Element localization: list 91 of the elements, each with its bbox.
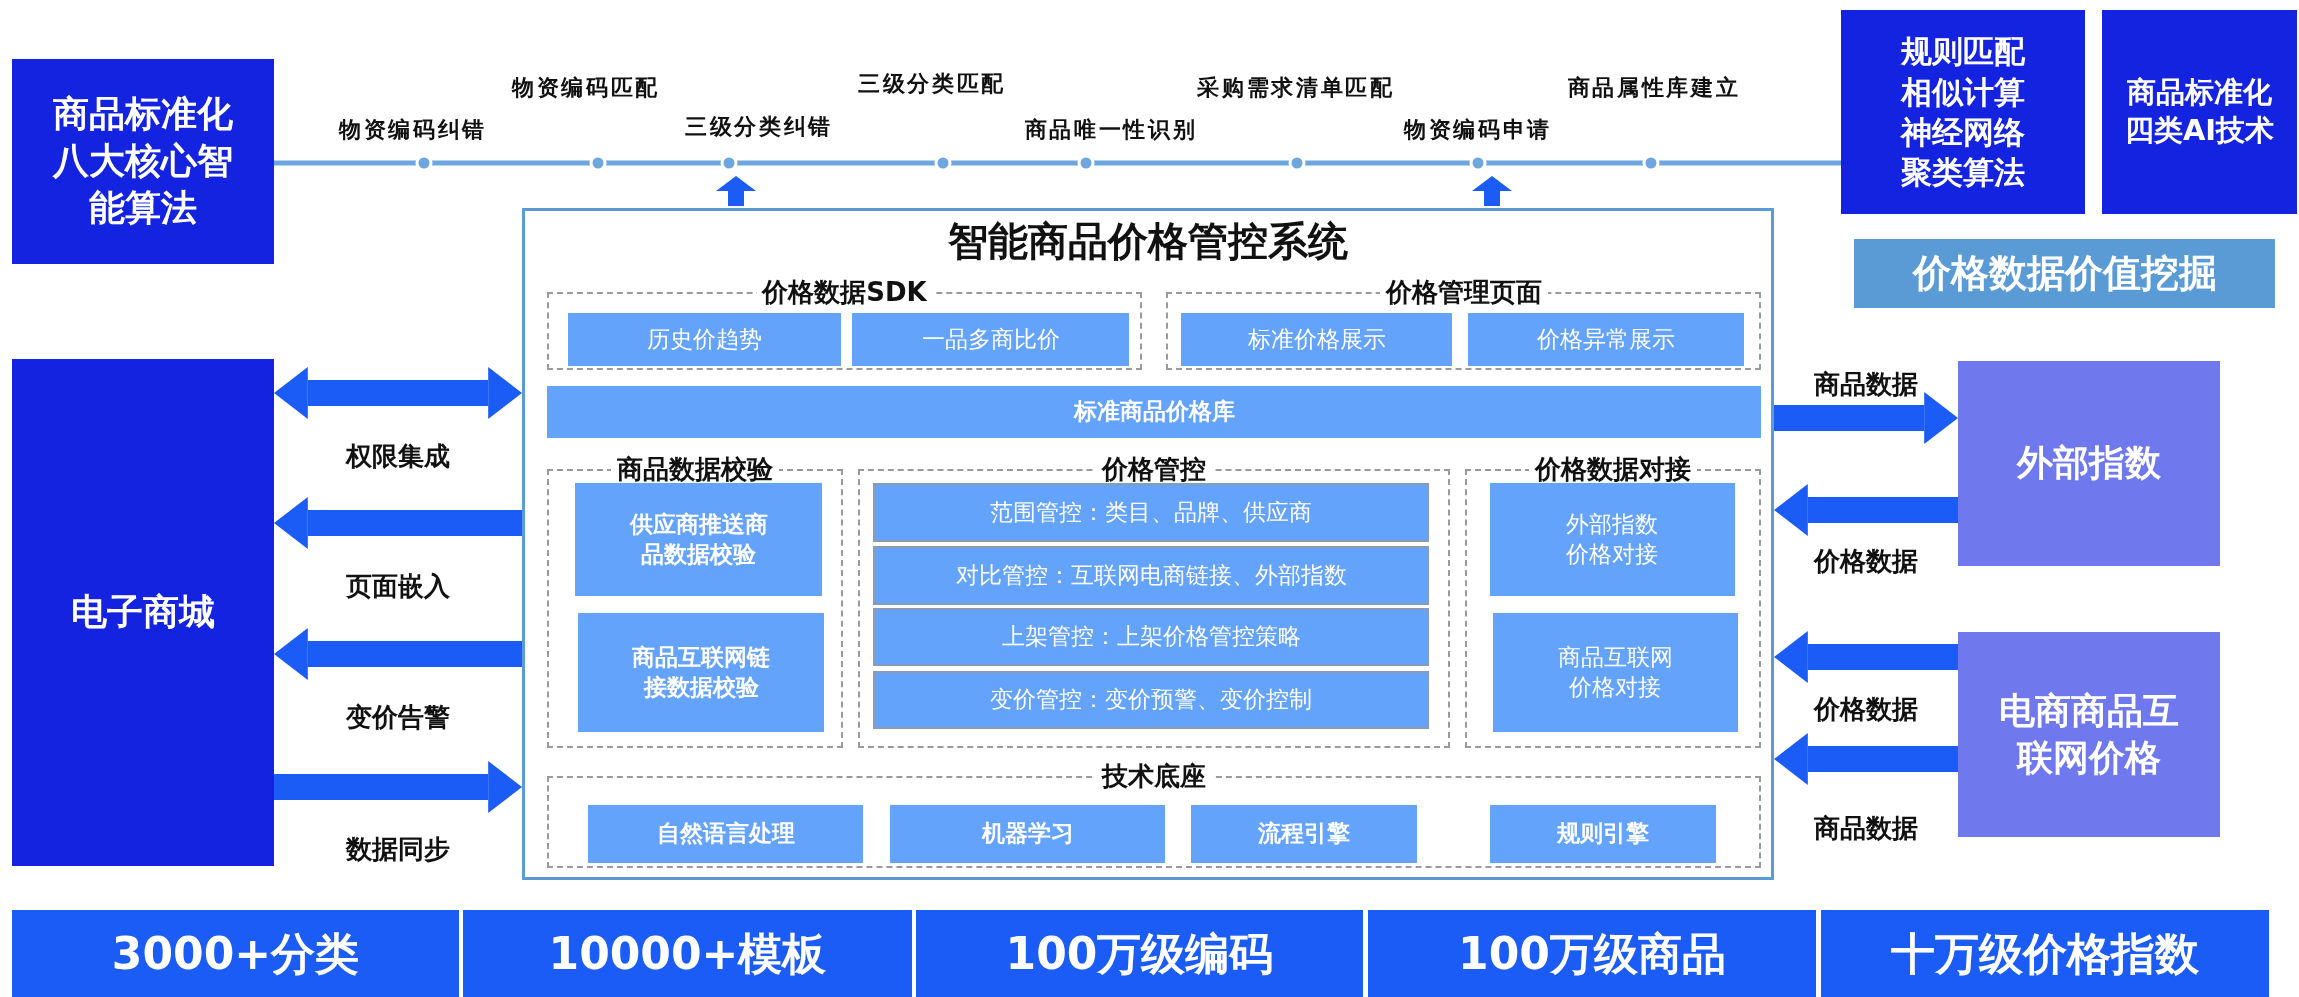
- box-label: 对比管控：互联网电商链接、外部指数: [955, 560, 1347, 590]
- group-heading: 商品数据校验: [611, 455, 779, 484]
- edge-label: 页面嵌入: [346, 569, 450, 603]
- box-label: 规则匹配相似计算神经网络聚类算法: [1899, 32, 2026, 193]
- system-panel: [522, 208, 1774, 880]
- stat-bar: [12, 910, 459, 997]
- box-label: 十万级价格指数: [1891, 926, 2199, 981]
- group-heading: 价格管控: [1096, 455, 1212, 484]
- edge-label: 商品数据: [1814, 811, 1918, 845]
- group-heading: 价格数据对接: [1529, 455, 1697, 484]
- box-label: 10000+模板: [548, 926, 827, 981]
- module-box: [852, 313, 1129, 366]
- stat-bar: [916, 910, 1363, 997]
- stat-bar: [1368, 910, 1816, 997]
- module-box: [890, 805, 1165, 863]
- milestone-label: 物资编码匹配: [512, 74, 660, 102]
- module-box: [575, 483, 822, 596]
- box-label: 规则引擎: [1557, 819, 1649, 849]
- milestone-label: 采购需求清单匹配: [1197, 74, 1395, 102]
- box-label: 上架管控：上架价格管控策略: [1001, 622, 1301, 652]
- milestone-label: 三级分类纠错: [685, 113, 833, 141]
- timeline-line: [274, 160, 1841, 166]
- edge-label: 商品数据: [1814, 367, 1918, 401]
- box-label: 范围管控：类目、品牌、供应商: [990, 497, 1312, 527]
- module-box: [1493, 613, 1738, 732]
- group-heading: 价格管理页面: [1379, 278, 1548, 307]
- control-row: [873, 483, 1429, 542]
- info-box: [1841, 10, 2085, 214]
- module-box: [578, 613, 824, 732]
- source-box: [1958, 361, 2220, 566]
- box-label: 价格数据价值挖掘: [1912, 249, 2217, 297]
- control-row: [873, 608, 1429, 666]
- box-label: 3000+分类: [111, 926, 360, 981]
- box-label: 100万级编码: [1005, 926, 1274, 981]
- info-box: [2102, 10, 2297, 214]
- box-label: 机器学习: [981, 819, 1074, 849]
- edge-label: 价格数据: [1814, 544, 1918, 578]
- box-label: 一品多商比价: [921, 324, 1060, 354]
- box-label: 外部指数: [2017, 441, 2161, 486]
- box-label: 外部指数价格对接: [1565, 509, 1660, 569]
- box-label: 标准价格展示: [1247, 324, 1386, 354]
- milestone-label: 物资编码纠错: [339, 116, 487, 144]
- box-label: 电商商品互联网价格: [1998, 688, 2180, 780]
- stat-bar: [463, 910, 912, 997]
- edge-label: 数据同步: [346, 832, 450, 866]
- box-label: 电子商城: [71, 590, 215, 635]
- module-box: [568, 313, 841, 366]
- block-arrow: [274, 497, 522, 549]
- milestone-label: 物资编码申请: [1404, 116, 1552, 144]
- module-box: [1490, 805, 1716, 863]
- box-label: 商品标准化四类AI技术: [2123, 74, 2276, 149]
- control-row: [873, 671, 1429, 729]
- module-box: [588, 805, 863, 863]
- module-box: [1191, 805, 1417, 863]
- box-label: 自然语言处理: [656, 819, 795, 849]
- group-heading: 技术底座: [1096, 762, 1212, 791]
- block-arrow: [1774, 733, 1958, 785]
- box-label: 100万级商品: [1458, 926, 1726, 981]
- system-title: 智能商品价格管控系统: [947, 219, 1349, 263]
- module-box: [1181, 313, 1452, 366]
- edge-label: 价格数据: [1814, 692, 1918, 726]
- source-box: [1958, 632, 2220, 837]
- box-label: 标准商品价格库: [1073, 397, 1235, 427]
- box-label: 价格异常展示: [1537, 324, 1675, 354]
- edge-label: 权限集成: [346, 439, 450, 473]
- block-arrow: [274, 628, 522, 680]
- module-box: [1490, 483, 1735, 596]
- box-label: 商品互联网链接数据校验: [631, 642, 771, 702]
- module-box: [547, 386, 1761, 438]
- milestone-label: 商品唯一性识别: [1024, 116, 1198, 144]
- block-arrow: [1774, 631, 1958, 683]
- title-box: [12, 59, 274, 264]
- control-row: [873, 546, 1429, 605]
- milestone-label: 三级分类匹配: [858, 70, 1006, 98]
- block-arrow: [1774, 484, 1958, 536]
- stat-bar: [1821, 910, 2269, 997]
- title-box: [12, 359, 274, 866]
- box-label: 供应商推送商品数据校验: [628, 509, 769, 569]
- box-label: 商品互联网价格对接: [1557, 642, 1674, 702]
- milestone-label: 商品属性库建立: [1567, 74, 1741, 102]
- module-box: [1468, 313, 1744, 366]
- block-arrow: [274, 367, 522, 419]
- box-label: 流程引擎: [1258, 819, 1350, 849]
- group-heading: 价格数据SDK: [756, 278, 933, 307]
- box-label: 变价管控：变价预警、变价控制: [990, 685, 1312, 715]
- edge-label: 变价告警: [346, 700, 450, 734]
- block-arrow: [1774, 392, 1958, 444]
- banner-box: [1854, 239, 2275, 308]
- block-arrow: [274, 761, 522, 813]
- box-label: 商品标准化八大核心智能算法: [51, 92, 234, 230]
- box-label: 历史价趋势: [647, 324, 762, 354]
